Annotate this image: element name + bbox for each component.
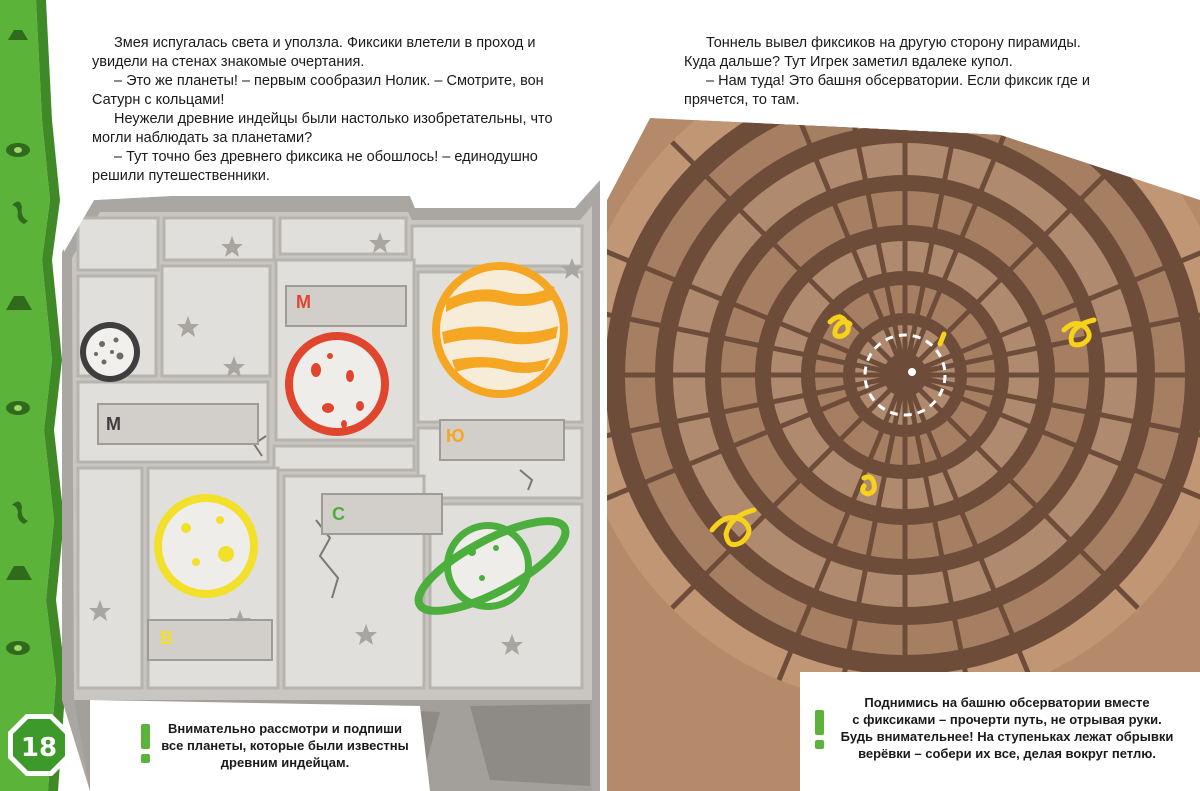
lizard-icon — [12, 501, 28, 524]
label-mars: М — [296, 292, 311, 312]
label-plaque-venus[interactable] — [147, 619, 273, 661]
task-line: с фиксиками – прочерти путь, не отрывая … — [852, 712, 1162, 727]
rope-piece[interactable] — [1061, 317, 1097, 348]
story-paragraph: Неужели древние индейцы были настолько и… — [92, 111, 553, 146]
rope-piece[interactable] — [709, 507, 757, 548]
planet-saturn — [414, 517, 570, 615]
story-paragraph: – Это же планеты! – первым сообразил Нол… — [92, 73, 544, 108]
task-line: все планеты, которые были известны — [161, 738, 409, 753]
right-task-panel — [800, 672, 1200, 791]
stone-wall — [62, 180, 600, 791]
label-plaque-mercury[interactable] — [97, 403, 259, 445]
observatory-tower — [607, 118, 1200, 791]
exclamation-icon — [815, 710, 824, 749]
step-pyramid-icon — [8, 30, 28, 40]
right-story-text: Тоннель вывел фиксиков на другую сторону… — [684, 34, 1114, 110]
story-paragraph: – Тут точно без древнего фиксика не обош… — [92, 149, 538, 184]
story-paragraph: Змея испугалась света и уползла. Фиксики… — [92, 35, 536, 70]
task-line: верёвки – собери их все, делая вокруг пе… — [858, 746, 1156, 761]
label-venus: В — [160, 628, 173, 648]
story-paragraph: – Нам туда! Это башня обсерватории. Если… — [684, 73, 1090, 108]
label-mercury: М — [106, 414, 121, 434]
label-plaque-jupiter[interactable] — [439, 419, 565, 461]
rope-piece[interactable] — [827, 314, 853, 339]
dome-path-marker[interactable] — [863, 333, 947, 417]
label-plaque-mars[interactable] — [285, 285, 407, 327]
left-task-panel — [90, 700, 430, 791]
lizard-icon — [12, 201, 28, 224]
left-story-text: Змея испугалась света и уползла. Фиксики… — [92, 34, 554, 186]
task-line: Поднимись на башню обсерватории вместе — [864, 695, 1150, 710]
left-task-text: Внимательно рассмотри и подпиши все план… — [160, 720, 410, 771]
rope-piece[interactable] — [860, 474, 877, 497]
label-plaque-saturn[interactable] — [321, 493, 443, 535]
task-line: Внимательно рассмотри и подпиши — [168, 721, 402, 736]
story-paragraph: Тоннель вывел фиксиков на другую сторону… — [684, 35, 1081, 70]
planet-mercury — [80, 322, 140, 382]
label-saturn: С — [332, 504, 345, 524]
task-line: древним индейцам. — [220, 755, 350, 770]
rope-piece[interactable] — [937, 331, 947, 347]
step-pyramid-icon — [6, 566, 32, 580]
task-line: Будь внимательнее! На ступеньках лежат о… — [840, 729, 1174, 744]
page-number: 18 — [21, 733, 57, 763]
right-task-text: Поднимись на башню обсерватории вместе с… — [832, 694, 1182, 762]
label-jupiter: Ю — [446, 426, 465, 446]
page-number-badge: 18 — [8, 714, 70, 776]
green-border — [0, 0, 66, 791]
planet-venus — [154, 494, 258, 598]
planet-mars — [285, 332, 389, 436]
right-text-panel — [607, 0, 1200, 200]
exclamation-icon — [141, 724, 150, 763]
planet-jupiter — [432, 262, 568, 398]
left-text-panel — [64, 0, 600, 252]
step-pyramid-icon — [6, 296, 32, 310]
